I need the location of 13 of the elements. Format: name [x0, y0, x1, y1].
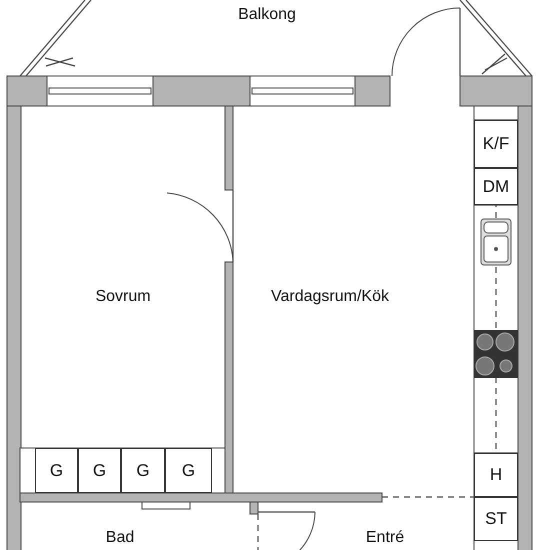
wardrobe-cell: G	[121, 448, 165, 493]
cabinet-cell: ST	[474, 497, 518, 541]
room-label: Entré	[366, 529, 404, 547]
wardrobe-cell: G	[78, 448, 121, 493]
room-label: Bad	[106, 529, 134, 547]
cabinet-cell: K/F	[474, 120, 518, 168]
cabinet-cell: H	[474, 453, 518, 497]
cabinet-cell: DM	[474, 168, 518, 205]
room-label: Vardagsrum/Kök	[271, 288, 389, 306]
room-label: Balkong	[238, 6, 296, 24]
room-label: Sovrum	[95, 288, 151, 306]
wardrobe-cell: G	[35, 448, 78, 493]
wardrobe-cell: G	[165, 448, 212, 493]
